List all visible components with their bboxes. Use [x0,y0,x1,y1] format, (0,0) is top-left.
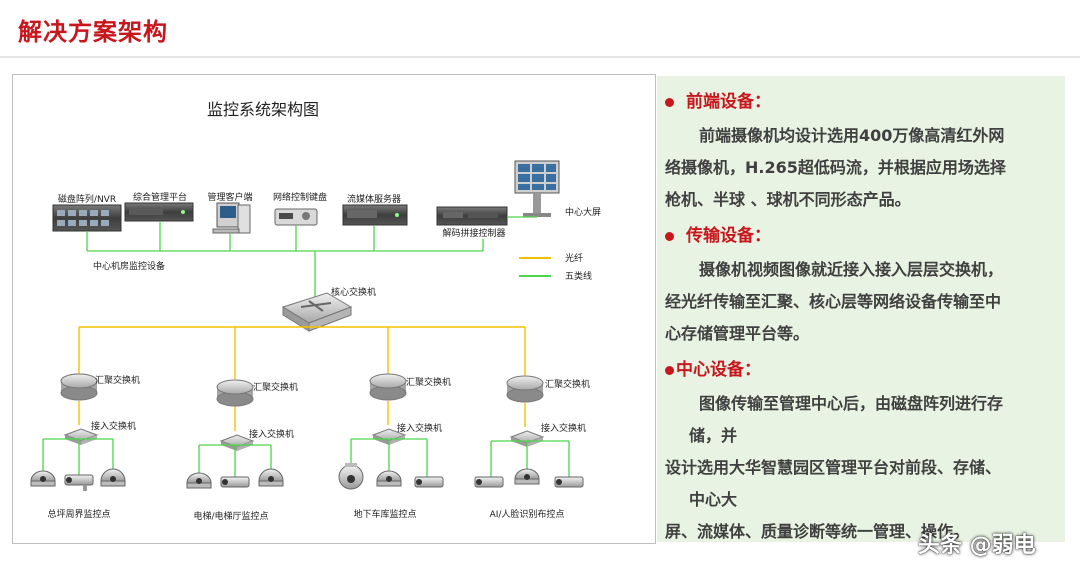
text-line: 前端摄像机均设计选用400万像高清红外网 [699,126,1005,145]
camera-lines [42,438,570,477]
dome-camera-icon [376,470,402,487]
title-divider [0,56,1080,58]
dome-camera-icon [514,468,540,485]
label-media-server: 流媒体服务器 [347,193,401,205]
label-disk-array: 磁盘阵列/NVR [58,193,116,205]
bullet-camera-icon [64,474,94,491]
label-core-switch: 核心交换机 [331,286,376,298]
text-line: 设计选用大华智慧园区管理平台对前段、存储、 [665,458,1002,477]
architecture-diagram: 监控系统架构图 磁盘阵列/NVR 综合管理平台 管理客户端 网络控制键盘 流媒体… [12,74,656,544]
legend-fiber-label: 光纤 [565,252,583,264]
label-agg-switch-4: 汇聚交换机 [545,378,590,390]
watermark: 头条 @弱电 [918,533,1036,558]
dome-camera-icon [30,470,56,487]
bullet-camera-icon [554,476,584,488]
label-agg-switch-2: 汇聚交换机 [253,381,298,393]
video-wall-icon [514,160,560,217]
text-line: 中心大 [689,490,738,509]
zone-label-1: 总坪周界监控点 [47,508,110,520]
text-line: 图像传输至管理中心后，由磁盘阵列进行存 [699,394,1004,413]
label-access-switch-1: 接入交换机 [91,420,136,432]
zone-label-3: 地下车库监控点 [353,508,416,520]
page-title: 解决方案架构 [18,18,168,46]
description-panel: 前端设备： 前端摄像机均设计选用400万像高清红外网 络摄像机，H.265超低码… [657,76,1065,542]
section-heading-transport: 传输设备： [665,222,1057,250]
section-heading-frontend: 前端设备： [665,88,1057,116]
label-center-group: 中心机房监控设备 [93,260,165,272]
keyboard-icon [274,208,318,226]
zone-label-2: 电梯/电梯厅监控点 [193,510,268,522]
section-body-center: 图像传输至管理中心后，由磁盘阵列进行存 储，并 设计选用大华智慧园区管理平台对前… [665,388,1057,548]
label-agg-switch-3: 汇聚交换机 [406,376,451,388]
disk-array-icon [52,204,122,232]
core-switch-icon [281,292,353,332]
bullet-dot-icon [665,365,674,375]
text-line: 摄像机视频图像就近接入接入层层交换机， [699,260,1004,279]
decoder-icon [436,206,508,226]
section-body-transport: 摄像机视频图像就近接入接入层层交换机， 经光纤传输至汇聚、核心层等网络设备传输至… [665,254,1057,350]
label-video-wall: 中心大屏 [565,206,601,218]
text-line: 心存储管理平台等。 [665,324,810,343]
computer-icon [212,202,251,234]
dome-camera-icon [258,468,284,487]
text-line: 络摄像机，H.265超低码流，并根据应用场选择 [665,158,1006,177]
text-line: 储，并 [689,426,738,445]
bullet-camera-icon [474,476,504,488]
agg-switch-icon [506,375,544,403]
label-access-switch-3: 接入交换机 [397,422,442,434]
text-line: 屏、流媒体、质量诊断等统一管理、操作。 [665,522,970,541]
zone-label-4: AI/人脸识别布控点 [490,508,565,520]
agg-switch-icon [369,373,407,401]
center-bus-lines [86,216,537,297]
bullet-camera-icon [414,476,444,488]
label-mgmt-platform: 综合管理平台 [133,191,187,203]
bullet-camera-icon [220,476,250,488]
agg-switch-icon [60,373,98,401]
label-decoder: 解码拼接控制器 [442,227,505,239]
section-body-frontend: 前端摄像机均设计选用400万像高清红外网 络摄像机，H.265超低码流，并根据应… [665,120,1057,216]
label-access-switch-2: 接入交换机 [249,428,294,440]
section-heading-center: 中心设备： [665,356,1057,384]
media-server-icon [342,204,408,226]
label-access-switch-4: 接入交换机 [541,422,586,434]
label-agg-switch-1: 汇聚交换机 [95,374,140,386]
label-mgmt-client: 管理客户端 [207,191,252,203]
text-line: 枪机、半球 、球机不同形态产品。 [665,190,911,209]
diagram-title: 监控系统架构图 [207,100,319,119]
label-keyboard: 网络控制键盘 [273,191,327,203]
dome-camera-icon [100,468,126,487]
legend-cat5-label: 五类线 [565,270,592,282]
bullet-dot-icon [665,231,674,241]
fiber-lines [78,326,526,431]
access-switch-icon [63,428,99,445]
text-line: 经光纤传输至汇聚、核心层等网络设备传输至中 [665,292,1002,311]
ptz-camera-icon [338,463,364,490]
agg-switch-icon [216,379,254,407]
bullet-dot-icon [665,97,674,107]
dome-camera-icon [186,472,212,489]
mgmt-platform-icon [124,202,194,222]
